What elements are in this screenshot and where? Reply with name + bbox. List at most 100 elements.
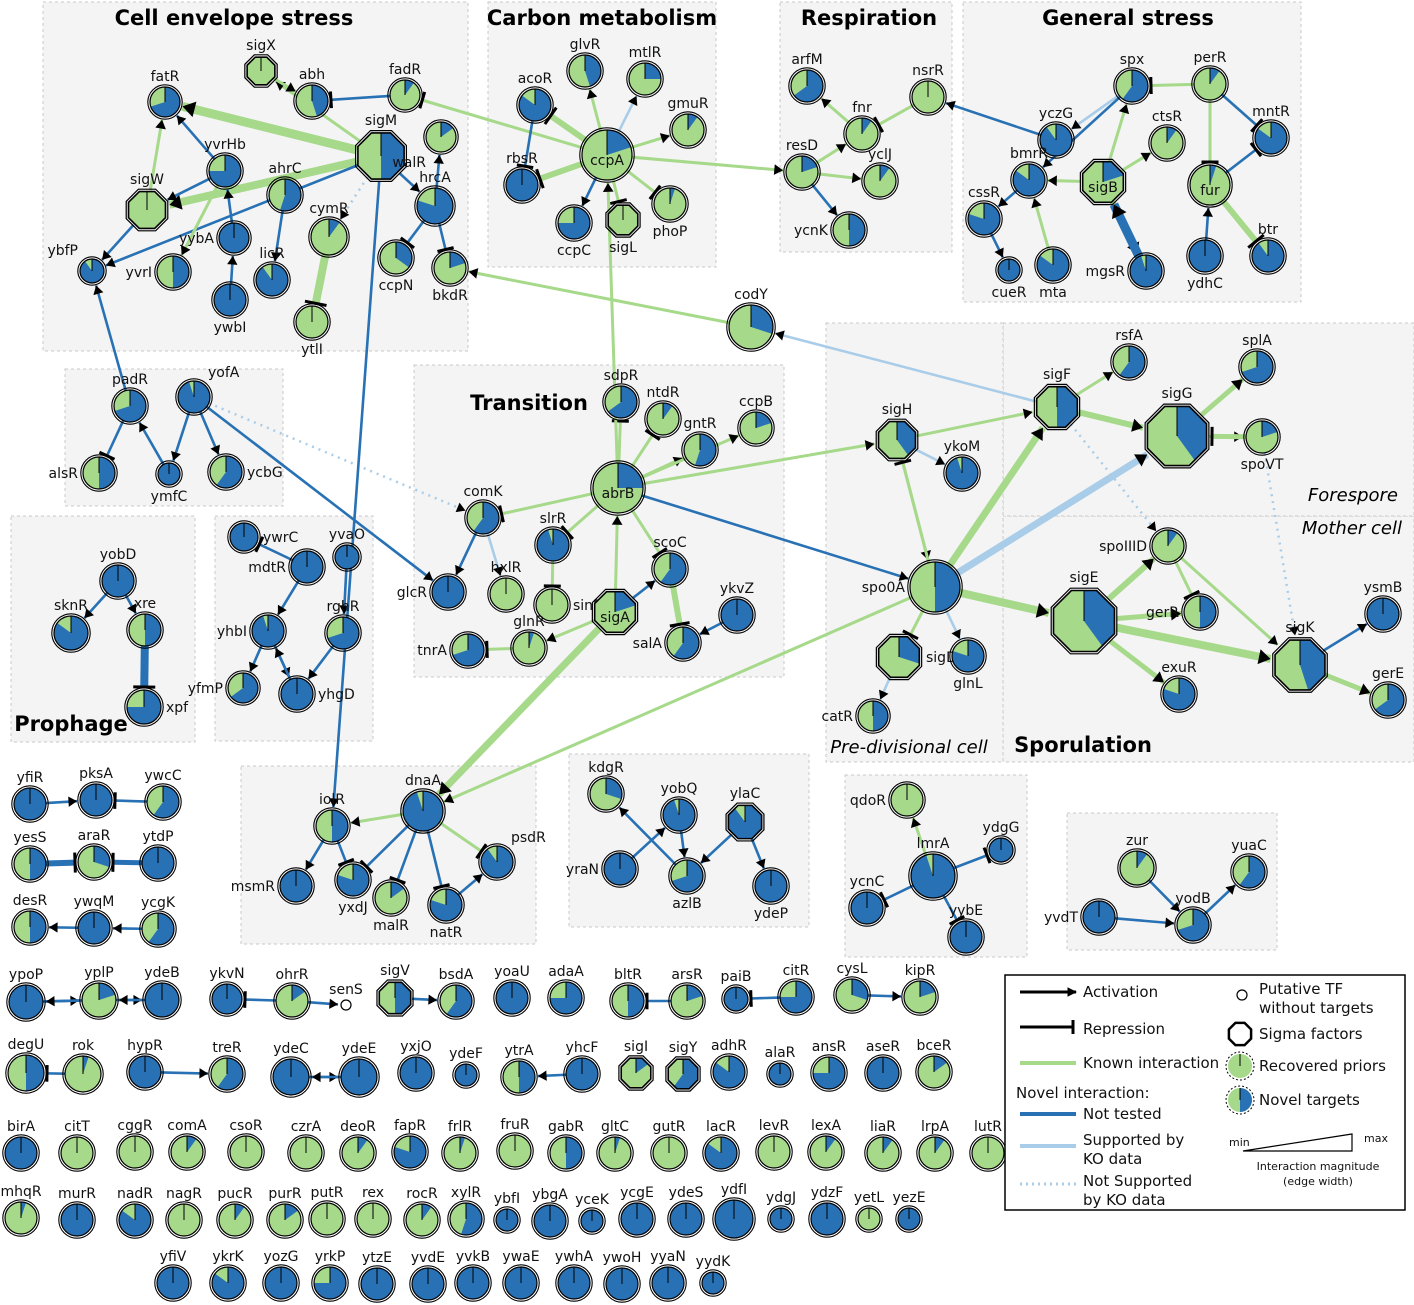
- node-sigL[interactable]: sigL: [605, 202, 641, 256]
- node-fatR[interactable]: fatR: [147, 69, 183, 120]
- node-yxjO[interactable]: yxjO: [397, 1039, 435, 1092]
- node-ykrK[interactable]: ykrK: [209, 1249, 247, 1302]
- node-yvdE[interactable]: yvdE: [409, 1250, 447, 1303]
- node-glnL[interactable]: glnL: [949, 637, 987, 692]
- node-bceR[interactable]: bceR: [915, 1038, 953, 1091]
- node-desR[interactable]: desR: [11, 893, 49, 946]
- node-citT[interactable]: citT: [58, 1119, 96, 1172]
- node-splA[interactable]: splA: [1238, 333, 1276, 386]
- node-phoP[interactable]: phoP: [651, 185, 689, 240]
- node-mtlR[interactable]: mtlR: [626, 45, 664, 98]
- node-psdR[interactable]: psdR: [478, 830, 546, 881]
- node-resD[interactable]: resD: [783, 138, 821, 191]
- node-sigB[interactable]: sigB: [1079, 158, 1127, 206]
- node-xylR[interactable]: xylR: [447, 1185, 485, 1238]
- node-sigY[interactable]: sigY: [665, 1040, 701, 1092]
- node-ydhC[interactable]: ydhC: [1186, 237, 1224, 292]
- node-adaA[interactable]: adaA: [547, 964, 585, 1017]
- node-arfM[interactable]: arfM: [788, 52, 826, 105]
- node-fapR[interactable]: fapR: [391, 1118, 429, 1171]
- node-pksA[interactable]: pksA: [77, 766, 115, 819]
- node-ansR[interactable]: ansR: [810, 1039, 848, 1092]
- node-ydgJ[interactable]: ydgJ: [766, 1190, 796, 1233]
- node-yybE[interactable]: yybE: [947, 903, 985, 956]
- node-fur[interactable]: fur: [1187, 162, 1233, 208]
- node-ydeE[interactable]: ydeE: [338, 1041, 380, 1098]
- node-yvrI[interactable]: yvrI: [126, 253, 192, 291]
- node-rex[interactable]: rex: [354, 1185, 392, 1238]
- node-ywbI[interactable]: ywbI: [211, 281, 249, 336]
- node-liaR[interactable]: liaR: [864, 1119, 902, 1172]
- node-rghR[interactable]: rghR: [324, 599, 362, 652]
- node-yczG[interactable]: yczG: [1037, 106, 1075, 159]
- node-yvrHb[interactable]: yvrHb: [204, 137, 246, 190]
- node-ydeF[interactable]: ydeF: [449, 1046, 483, 1089]
- node-ykvZ[interactable]: ykvZ: [718, 581, 756, 634]
- node-ymfC[interactable]: ymfC: [151, 460, 188, 505]
- node-qdoR[interactable]: qdoR: [850, 781, 926, 819]
- node-pucR[interactable]: pucR: [216, 1186, 254, 1239]
- node-yesS[interactable]: yesS: [11, 830, 49, 883]
- node-putR[interactable]: putR: [308, 1185, 346, 1238]
- node-ccpA[interactable]: ccpA: [579, 127, 635, 183]
- node-alaR[interactable]: alaR: [765, 1045, 796, 1088]
- node-sigX[interactable]: sigX: [244, 38, 278, 88]
- node-treR[interactable]: treR: [208, 1040, 246, 1093]
- node-ctsR[interactable]: ctsR: [1148, 109, 1186, 162]
- node-deoR[interactable]: deoR: [339, 1119, 377, 1172]
- node-cssR[interactable]: cssR: [965, 185, 1003, 238]
- node-czrA[interactable]: czrA: [287, 1119, 325, 1172]
- node-fnr[interactable]: fnr: [843, 100, 881, 153]
- node-mhqR[interactable]: mhqR: [0, 1184, 42, 1237]
- node-comA[interactable]: comA: [167, 1118, 207, 1171]
- node-gmuR[interactable]: gmuR: [667, 96, 709, 149]
- node-yceK[interactable]: yceK: [575, 1192, 610, 1235]
- node-sigV[interactable]: sigV: [376, 963, 414, 1017]
- node-yozG[interactable]: yozG: [262, 1249, 300, 1302]
- node-fruR[interactable]: fruR: [496, 1117, 534, 1170]
- node-gerR[interactable]: gerR: [1146, 593, 1219, 631]
- node-degU[interactable]: degU: [5, 1037, 47, 1094]
- node-yxdJ[interactable]: yxdJ: [334, 861, 372, 916]
- node-gntR[interactable]: gntR: [681, 416, 719, 469]
- node-hypR[interactable]: hypR: [126, 1038, 164, 1091]
- node-btr[interactable]: btr: [1249, 222, 1287, 275]
- node-sigW[interactable]: sigW: [125, 172, 169, 232]
- node-yrkP[interactable]: yrkP: [311, 1249, 349, 1302]
- node-ykoM[interactable]: ykoM: [943, 439, 981, 492]
- node-bmrR[interactable]: bmrR: [1010, 146, 1048, 199]
- node-lutR[interactable]: lutR: [969, 1119, 1007, 1172]
- node-yydK[interactable]: yydK: [696, 1254, 731, 1297]
- node-nagR[interactable]: nagR: [165, 1186, 203, 1239]
- node-ydfI[interactable]: ydfI: [712, 1182, 756, 1241]
- node-comK[interactable]: comK: [463, 484, 503, 537]
- node-bsdA[interactable]: bsdA: [437, 967, 475, 1020]
- node-ytlI[interactable]: ytlI: [293, 303, 331, 358]
- node-ywaE[interactable]: ywaE: [502, 1249, 540, 1302]
- node-yfmP[interactable]: yfmP: [188, 670, 261, 706]
- node-rsfA[interactable]: rsfA: [1110, 328, 1148, 381]
- node-ywqM[interactable]: ywqM: [74, 894, 115, 947]
- node-ccpC[interactable]: ccpC: [555, 204, 593, 259]
- node-licR[interactable]: licR: [253, 246, 291, 299]
- node-yuaC[interactable]: yuaC: [1230, 838, 1268, 891]
- node-ccpB[interactable]: ccpB: [737, 394, 775, 447]
- node-ydeB[interactable]: ydeB: [142, 965, 182, 1020]
- node-exuR[interactable]: exuR: [1160, 660, 1198, 713]
- node-ycnC[interactable]: ycnC: [848, 874, 886, 927]
- node-yplP[interactable]: yplP: [79, 965, 119, 1020]
- node-bltR[interactable]: bltR: [609, 967, 647, 1020]
- node-nsrR[interactable]: nsrR: [909, 63, 947, 116]
- node-ybgA[interactable]: ybgA: [531, 1187, 569, 1240]
- node-yraN[interactable]: yraN: [566, 850, 639, 888]
- node-yvaO[interactable]: yvaO: [329, 527, 365, 572]
- node-glnR[interactable]: glnR: [510, 614, 548, 667]
- node-cysL[interactable]: cysL: [833, 961, 871, 1014]
- node-ycbG[interactable]: ycbG: [207, 453, 283, 491]
- node-yhgD[interactable]: yhgD: [278, 675, 355, 713]
- node-yyaN[interactable]: yyaN: [649, 1249, 687, 1302]
- node-malR[interactable]: malR: [372, 879, 410, 934]
- node-scoC[interactable]: scoC: [651, 535, 689, 588]
- node-yhbI[interactable]: yhbI: [217, 612, 287, 650]
- node-araR[interactable]: araR: [75, 828, 113, 881]
